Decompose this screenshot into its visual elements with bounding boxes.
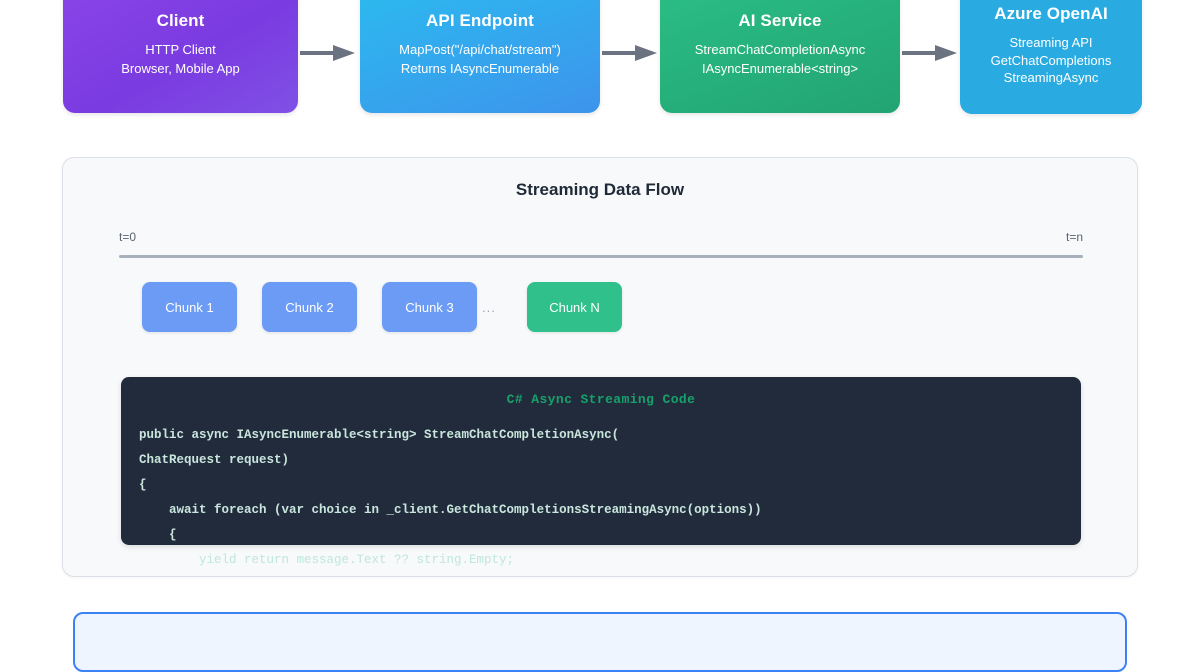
bottom-callout-box	[73, 612, 1127, 672]
arrow-head	[635, 45, 657, 61]
code-line: ChatRequest request)	[139, 453, 290, 467]
chunk-box[interactable]: Chunk 2	[262, 282, 357, 332]
flow-node-ai-service[interactable]: AI Service StreamChatCompletionAsync IAs…	[660, 0, 900, 113]
code-line: await foreach (var choice in _client.Get…	[139, 503, 762, 517]
flow-node-detail: GetChatCompletions StreamingAsync	[990, 53, 1112, 85]
arrow-head	[935, 45, 957, 61]
flow-node-azure-openai[interactable]: Azure OpenAI Streaming API GetChatComple…	[960, 0, 1142, 114]
code-block: C# Async Streaming Code public async IAs…	[121, 377, 1081, 567]
flow-node-detail: Streaming API	[1009, 35, 1093, 50]
code-line: {	[139, 528, 177, 542]
code-line: yield return message.Text ?? string.Empt…	[139, 553, 515, 567]
flow-node-title: Client	[156, 11, 205, 30]
timeline: t=0 t=n	[119, 230, 1083, 266]
timeline-start-label: t=0	[119, 230, 137, 244]
code-block-label: C# Async Streaming Code	[506, 392, 696, 407]
flow-node-detail: Browser, Mobile App	[121, 61, 240, 76]
chunk-box[interactable]: Chunk N	[527, 282, 622, 332]
code-line: public async IAsyncEnumerable<string> St…	[139, 428, 620, 442]
flow-node-api-endpoint[interactable]: API Endpoint MapPost("/api/chat/stream")…	[360, 0, 600, 113]
chunk-ellipsis: ...	[482, 299, 496, 315]
code-block-lines: public async IAsyncEnumerable<string> St…	[139, 423, 1139, 573]
arrow-head	[333, 45, 355, 61]
chunk-box[interactable]: Chunk 1	[142, 282, 237, 332]
timeline-end-label: t=n	[1065, 230, 1083, 244]
code-line: {	[139, 478, 147, 492]
flow-node-client[interactable]: Client HTTP Client Browser, Mobile App	[63, 0, 298, 113]
arrow-shaft	[902, 51, 940, 55]
timeline-rule	[119, 255, 1083, 258]
arrow-shaft	[300, 51, 338, 55]
flow-node-detail: HTTP Client	[145, 42, 216, 57]
panel-title: Streaming Data Flow	[515, 180, 685, 199]
flow-node-title: AI Service	[738, 11, 822, 30]
arrow-right-icon	[902, 45, 960, 61]
flow-node-title: Azure OpenAI	[994, 4, 1108, 23]
arrow-right-icon	[602, 45, 660, 61]
chunk-box[interactable]: Chunk 3	[382, 282, 477, 332]
streaming-data-flow-panel: Streaming Data Flow t=0 t=n Chunk 1 Chun…	[62, 157, 1138, 577]
flow-node-detail: MapPost("/api/chat/stream")	[399, 42, 561, 57]
flow-node-detail: StreamChatCompletionAsync	[694, 42, 866, 57]
flow-node-title: API Endpoint	[426, 11, 534, 30]
flow-node-detail: IAsyncEnumerable<string>	[701, 61, 859, 76]
arrow-shaft	[602, 51, 640, 55]
flow-node-detail: Returns IAsyncEnumerable	[400, 61, 560, 76]
arrow-right-icon	[300, 45, 358, 61]
architecture-flow-row: Client HTTP Client Browser, Mobile App A…	[0, 0, 1200, 130]
